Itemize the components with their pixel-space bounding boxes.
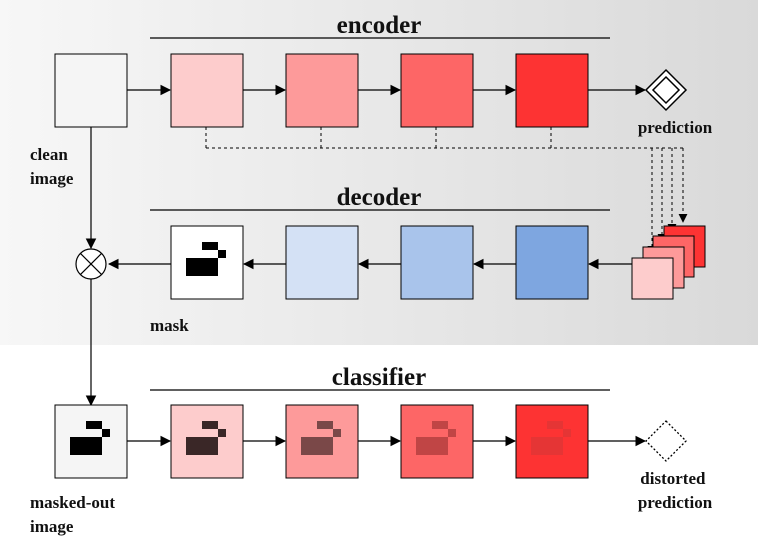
classifier-title: classifier xyxy=(332,364,426,391)
classifier-blocks xyxy=(170,404,589,479)
encoder-block-4 xyxy=(515,53,589,128)
clean-image-label: clean image xyxy=(30,145,74,188)
skip-connections xyxy=(205,127,688,255)
encoder-block-3 xyxy=(400,53,474,128)
distorted-prediction-label: distorted prediction xyxy=(638,469,713,512)
double-diamond-icon xyxy=(644,68,688,112)
encoder-blocks xyxy=(170,53,589,128)
circle-times-icon xyxy=(75,248,107,280)
stacked-feature-maps xyxy=(631,225,706,300)
decoder-block-2 xyxy=(400,225,474,300)
decoder-blocks xyxy=(285,225,589,300)
decoder-block-3 xyxy=(515,225,589,300)
decoder-title: decoder xyxy=(337,184,422,211)
encoder-block-1 xyxy=(170,53,244,128)
prediction-label: prediction xyxy=(638,118,713,137)
clean-image-box xyxy=(54,53,128,128)
encoder-title: encoder xyxy=(337,12,422,39)
masked-out-image-label: masked-out image xyxy=(30,493,119,536)
encoder-block-2 xyxy=(285,53,359,128)
dotted-diamond-icon xyxy=(645,420,687,462)
decoder-block-1 xyxy=(285,225,359,300)
mask-label: mask xyxy=(150,316,189,335)
